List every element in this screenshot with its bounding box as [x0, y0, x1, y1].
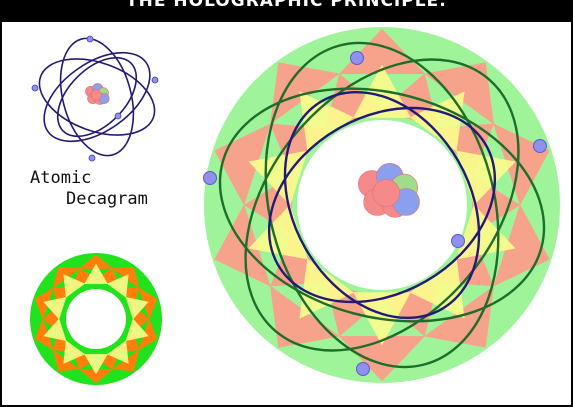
small-atom-model: [31, 35, 159, 162]
electron: [356, 362, 370, 376]
orbit-path: [218, 87, 546, 323]
small-decagram-yellow-point: [63, 274, 86, 298]
small-decagram-yellow-point: [43, 296, 67, 320]
small-decagram: [30, 253, 162, 385]
small-electron: [31, 84, 39, 92]
caption-atomic: Atomic: [30, 168, 92, 188]
small-electron: [88, 154, 96, 162]
small-decagram-center-disc: [66, 289, 126, 349]
large-atomic-decagram: [203, 27, 560, 383]
small-electron: [151, 76, 159, 84]
small-decagram-yellow-point: [106, 274, 129, 298]
electron: [203, 171, 217, 185]
small-decagram-yellow-point: [84, 353, 108, 375]
small-orbit-path: [38, 58, 156, 136]
electron: [350, 51, 364, 65]
title-bar: THE HOLOGRAPHIC PRINCIPLE:: [0, 0, 573, 20]
small-decagram-yellow-point: [125, 318, 149, 342]
small-electron: [86, 35, 94, 43]
small-electron: [114, 112, 122, 120]
orbit-path: [244, 58, 520, 352]
caption-decagram: Decagram: [66, 189, 148, 209]
orbit-path: [264, 41, 500, 369]
small-decagram-yellow-point: [63, 340, 86, 364]
electron: [451, 234, 465, 248]
small-orbit-path: [43, 51, 151, 143]
small-orbit-path: [59, 37, 135, 157]
orbit-path: [283, 90, 481, 320]
electron: [533, 139, 547, 153]
small-decagram-yellow-point: [43, 318, 67, 342]
small-decagram-yellow-point: [84, 263, 108, 285]
small-decagram-yellow-point: [106, 340, 129, 364]
orbit-path: [267, 106, 497, 304]
small-nucleus-nucleon: [90, 89, 102, 101]
big-nucleus-nucleon: [372, 179, 401, 207]
small-decagram-yellow-point: [125, 296, 149, 320]
page-title: THE HOLOGRAPHIC PRINCIPLE:: [126, 0, 447, 11]
